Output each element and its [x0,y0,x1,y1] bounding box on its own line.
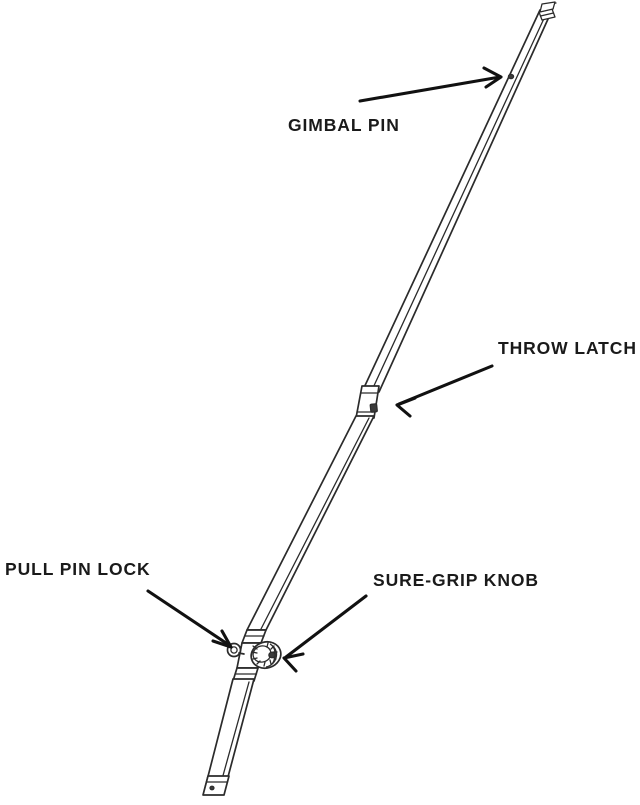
mid-shaft [246,415,375,631]
callout-label-gimbal-pin: GIMBAL PIN [288,115,400,135]
upper-shaft [361,7,554,393]
knob-assembly [226,629,282,682]
lower-shaft [203,678,255,793]
callout-arrow-gimbal-pin [358,66,503,103]
top-end-cap [538,1,557,21]
butt-cap [202,775,230,796]
sure-grip-knob-head [250,640,282,670]
callout-label-throw-latch: THROW LATCH [498,338,637,358]
gimbal-pin-boss [507,73,515,80]
throw-latch-collar [355,385,380,419]
callout-arrow-throw-latch [395,364,494,418]
callout-label-pull-pin-lock: PULL PIN LOCK [5,559,151,579]
callout-label-sure-grip-knob: SURE-GRIP KNOB [373,570,539,590]
callout-arrow-pull-pin-lock [146,589,233,649]
callout-arrow-sure-grip-knob [282,594,368,673]
